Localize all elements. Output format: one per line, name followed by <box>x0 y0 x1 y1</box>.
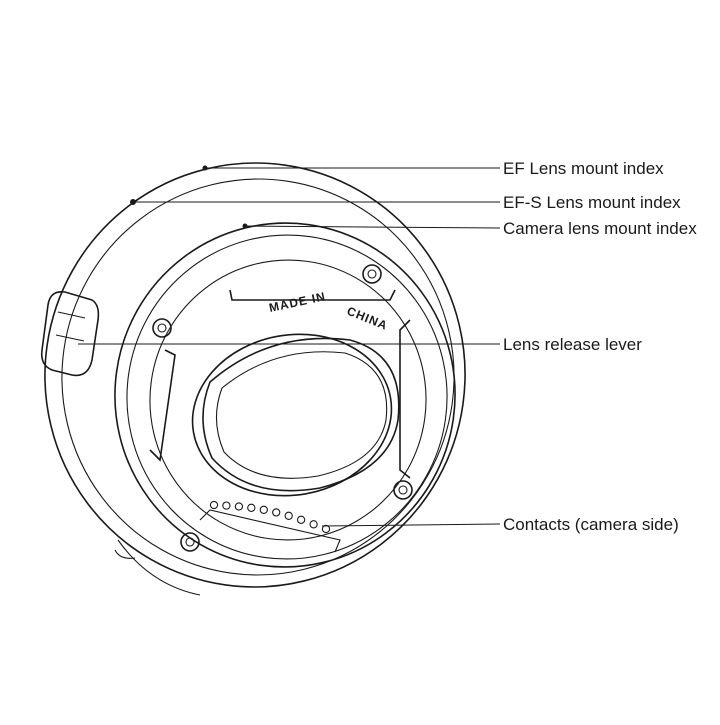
contact-pin <box>209 500 219 510</box>
bayonet-ring-outer <box>114 222 456 568</box>
leader-lines <box>78 167 501 527</box>
label-lens-release-lever: Lens release lever <box>503 335 642 354</box>
contact-pin <box>222 501 231 510</box>
engraving-made-in: MADE IN <box>268 289 327 315</box>
contact-pin <box>259 505 268 514</box>
contact-pin <box>296 515 306 524</box>
contact-pin <box>284 511 293 520</box>
inner-baffle <box>215 351 388 479</box>
contact-pin <box>272 508 281 517</box>
contact-pin <box>321 524 331 534</box>
bayonet-flange-top <box>229 289 396 301</box>
callout-labels: EF Lens mount index EF-S Lens mount inde… <box>503 159 697 534</box>
label-ef-lens-mount-index: EF Lens mount index <box>503 159 664 178</box>
mount-screw-top-right <box>362 264 382 284</box>
bayonet-flange-left <box>149 349 176 462</box>
leader-camera-index <box>244 225 501 229</box>
lever-body <box>40 290 100 377</box>
mount-screw-bottom <box>180 532 200 552</box>
lower-body-detail <box>114 549 136 559</box>
adapter-drawing: MADE IN CHINA <box>40 162 466 596</box>
mount-flange <box>149 259 427 541</box>
engraving-china: CHINA <box>345 304 390 333</box>
outer-body-inner-rim <box>61 178 455 576</box>
leader-contacts <box>321 523 501 527</box>
label-camera-lens-mount-index: Camera lens mount index <box>503 219 697 238</box>
mirror-box-inner-edge <box>202 337 400 492</box>
contact-pin <box>234 502 244 511</box>
bayonet-ring-inner <box>126 234 448 560</box>
bayonet-flange-right <box>399 319 411 479</box>
lever-ridge <box>55 311 86 342</box>
bayonet-flange-bottom <box>199 509 341 553</box>
contact-pins <box>209 500 331 534</box>
mount-screw-left <box>152 318 172 338</box>
lower-body-edge <box>117 539 201 596</box>
contact-pin <box>247 503 256 512</box>
mount-screw-right <box>393 480 413 500</box>
contact-pin <box>309 520 318 529</box>
label-contacts-camera-side: Contacts (camera side) <box>503 515 679 534</box>
outer-body-rim <box>44 162 466 588</box>
label-efs-lens-mount-index: EF-S Lens mount index <box>503 193 681 212</box>
mirror-box-opening <box>191 333 393 497</box>
